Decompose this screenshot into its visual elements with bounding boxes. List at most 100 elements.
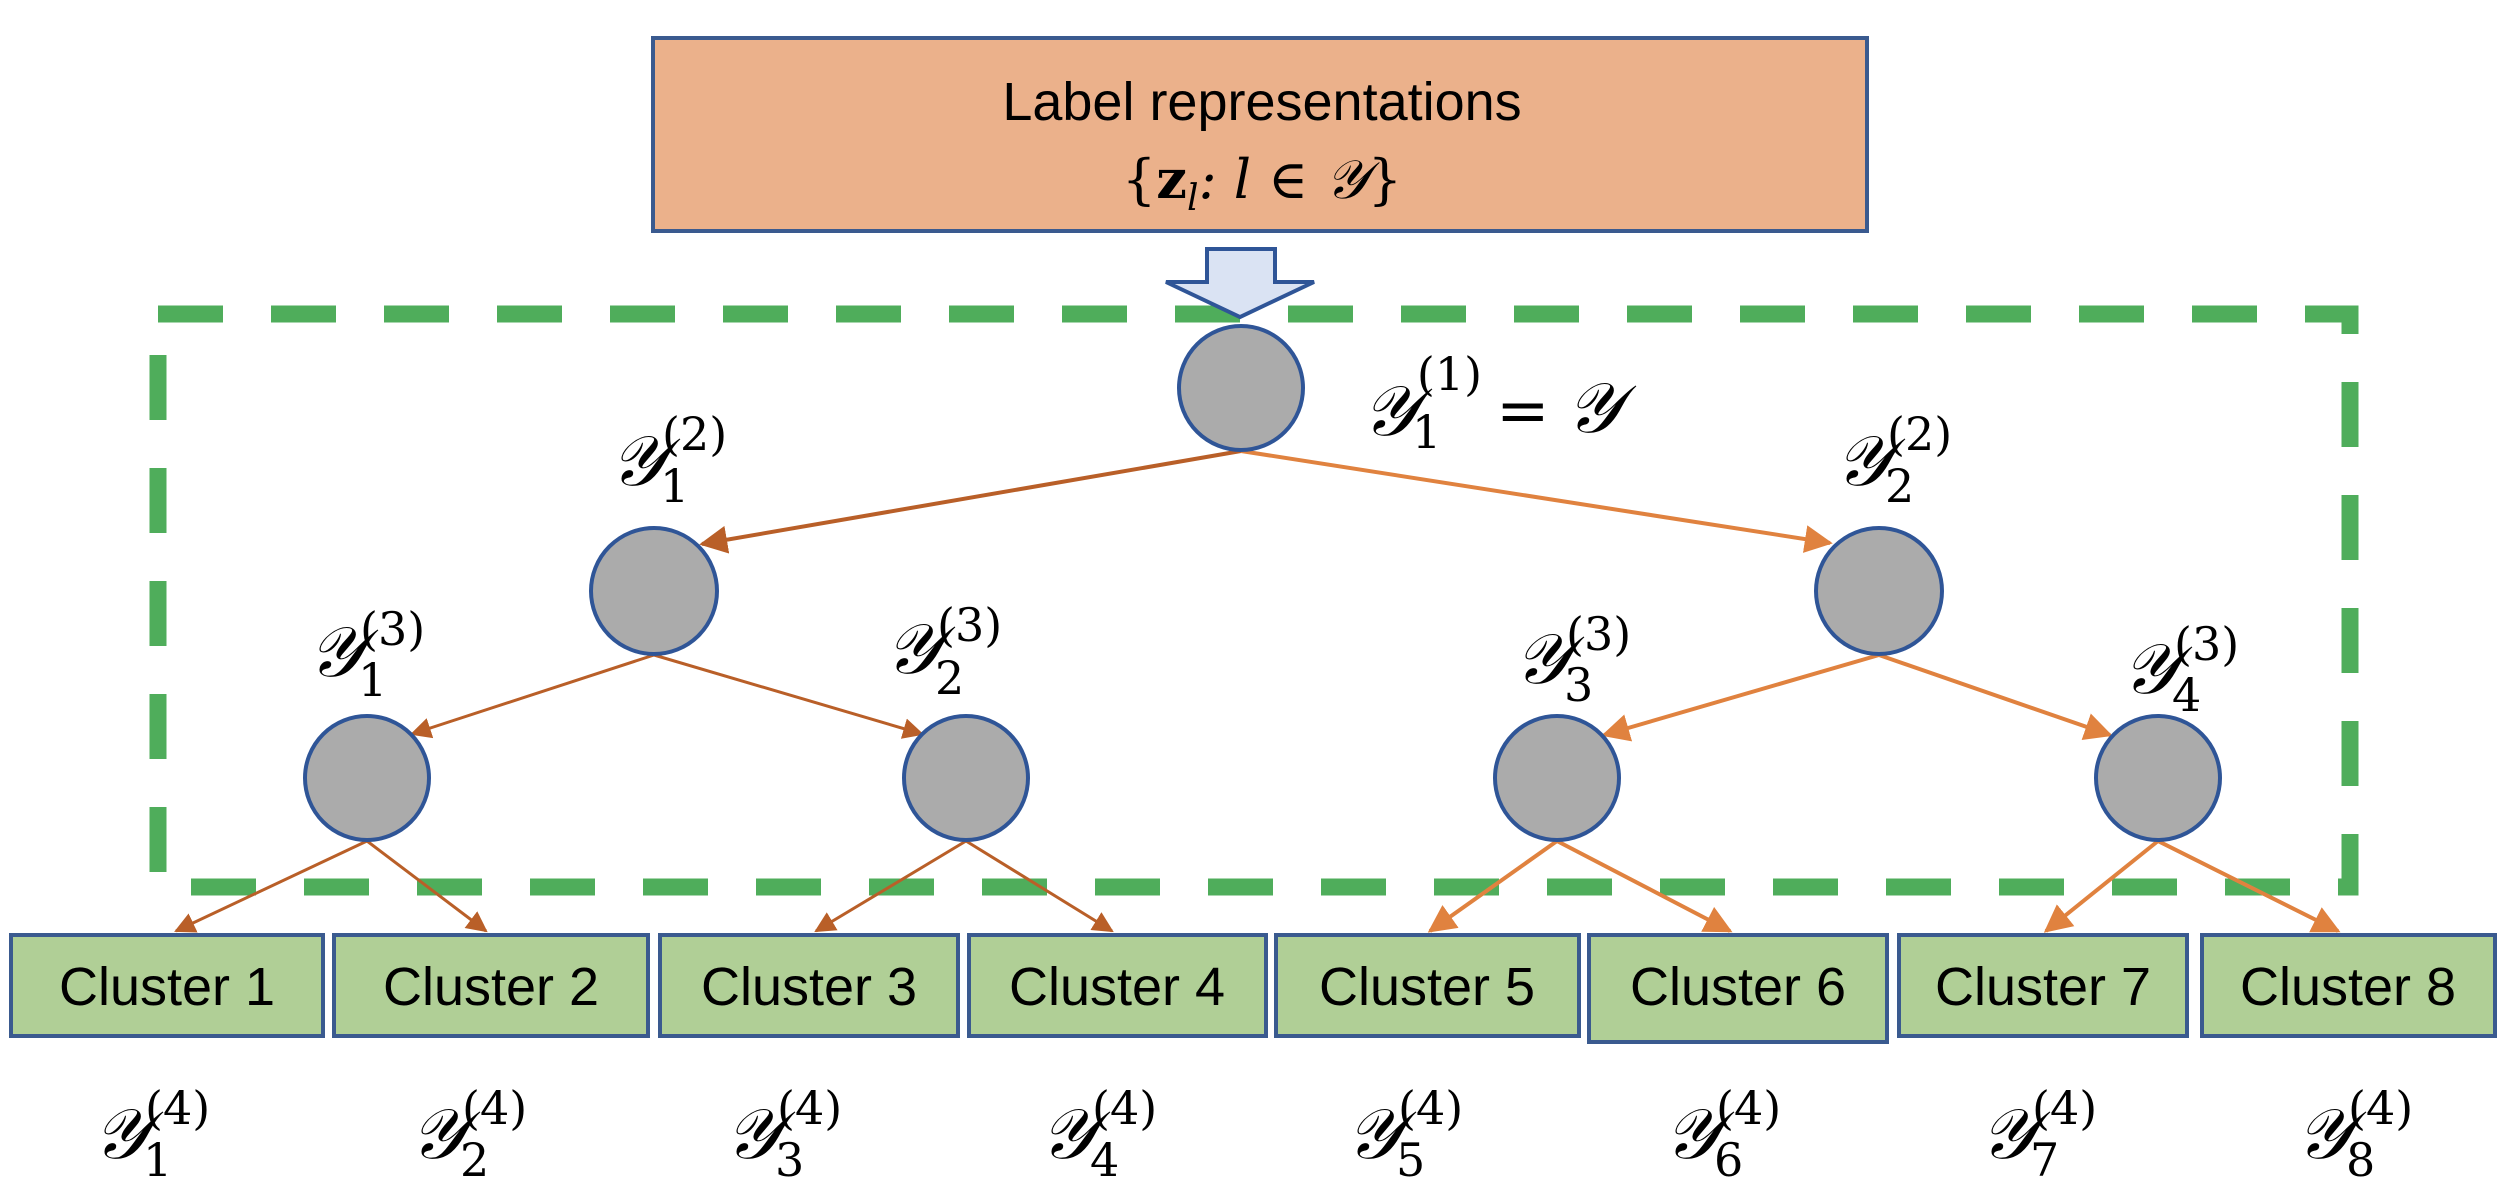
cluster-1-set-sub: 1 xyxy=(143,1133,172,1187)
cluster-8-set-label: 𝒴(4)8 xyxy=(2296,1081,2413,1187)
edge-l2-1-to-l3-1 xyxy=(410,653,655,739)
cluster-7-set-label: 𝒴(4)7 xyxy=(1980,1081,2097,1187)
root-label-sup: (1) xyxy=(1417,347,1482,401)
cluster-7: Cluster 7 xyxy=(1897,933,2189,1038)
title-box-formula: {zl: l ∈ 𝒴} xyxy=(1122,147,1402,219)
edge-l2-1-to-l3-2 xyxy=(653,653,925,739)
cluster-4-box xyxy=(967,933,1268,1038)
l3-label-3-sup: (3) xyxy=(1566,607,1631,661)
edge-l3-4-to-cluster-8 xyxy=(2157,839,2341,933)
l3-label-4-sup: (3) xyxy=(2174,617,2239,671)
tree-edges xyxy=(174,449,2341,933)
l3-label-3-sub: 3 xyxy=(1564,658,1593,712)
cluster-4-set-label: 𝒴(4)4 xyxy=(1040,1081,1157,1187)
root-label-rhs: 𝒴 xyxy=(1566,367,1637,449)
label-representations-box: Label representations {zl: l ∈ 𝒴} xyxy=(651,36,1869,233)
cluster-5-set-sup: (4) xyxy=(1398,1081,1463,1135)
l2-label-2: 𝒴 (2) 2 xyxy=(1835,407,1952,513)
l3-label-1: 𝒴 (3) 1 xyxy=(308,602,425,707)
l3-label-1-sub: 1 xyxy=(358,653,387,707)
l2-node-1 xyxy=(589,526,719,656)
cluster-7-set-sub: 7 xyxy=(2030,1133,2059,1187)
l3-label-2-sup: (3) xyxy=(937,598,1002,652)
cluster-6-set-sup: (4) xyxy=(1716,1081,1781,1135)
tree-nodes xyxy=(303,324,2222,842)
edge-l3-2-to-cluster-4 xyxy=(965,839,1114,933)
edge-root-to-l2-1 xyxy=(699,449,1242,554)
root-label-sub: 1 xyxy=(1412,405,1441,459)
cluster-7-box xyxy=(1897,933,2189,1038)
edge-l3-3-to-cluster-6 xyxy=(1556,839,1733,933)
l2-label-2-sup: (2) xyxy=(1887,407,1952,461)
tree-dashed-frame xyxy=(149,305,2359,896)
l3-label-1-sup: (3) xyxy=(360,602,425,656)
l3-label-3: 𝒴 (3) 3 xyxy=(1514,607,1631,712)
cluster-4: Cluster 4 xyxy=(967,933,1268,1038)
l3-label-4-sub: 4 xyxy=(2172,668,2201,722)
l3-node-1 xyxy=(303,714,431,842)
formula-open-brace: { xyxy=(1122,148,1156,211)
cluster-3: Cluster 3 xyxy=(658,933,960,1038)
down-arrow-icon xyxy=(1165,247,1315,320)
cluster-6-box xyxy=(1587,933,1889,1044)
l2-label-1: 𝒴 (2) 1 xyxy=(610,407,727,513)
cluster-7-set-sup: (4) xyxy=(2032,1081,2097,1135)
root-node xyxy=(1177,324,1305,452)
cluster-6: Cluster 6 xyxy=(1587,933,1889,1044)
title-box-rect xyxy=(651,36,1869,233)
cluster-8-box xyxy=(2200,933,2497,1038)
title-box-heading: Label representations xyxy=(1002,72,1521,132)
cluster-row: Cluster 1 Cluster 2 Cluster 3 Cluster 4 … xyxy=(9,933,2497,1044)
cluster-1-label: Cluster 1 xyxy=(59,957,275,1017)
edge-l3-1-to-cluster-1 xyxy=(174,839,368,933)
cluster-2-set-sup: (4) xyxy=(462,1081,527,1135)
l3-label-2: 𝒴 (3) 2 xyxy=(885,598,1002,705)
cluster-5-label: Cluster 5 xyxy=(1319,957,1535,1017)
formula-vector-subscript: l xyxy=(1187,178,1199,219)
edge-l3-3-to-cluster-5 xyxy=(1427,839,1559,933)
cluster-4-set-sub: 4 xyxy=(1090,1133,1119,1187)
edge-l3-2-to-cluster-3 xyxy=(814,839,967,933)
cluster-2-box xyxy=(332,933,650,1038)
l2-label-1-sub: 1 xyxy=(660,459,689,513)
l3-node-3 xyxy=(1493,714,1621,842)
l3-node-4 xyxy=(2094,714,2222,842)
cluster-2-set-label: 𝒴(4)2 xyxy=(410,1081,527,1187)
cluster-3-set-sub: 3 xyxy=(775,1133,804,1187)
cluster-4-label: Cluster 4 xyxy=(1009,957,1225,1017)
edge-root-to-l2-2 xyxy=(1240,449,1833,553)
l3-label-4: 𝒴 (3) 4 xyxy=(2122,617,2239,722)
cluster-8-label: Cluster 8 xyxy=(2240,957,2456,1017)
l2-label-2-sub: 2 xyxy=(1885,459,1914,513)
root-label-equals: = xyxy=(1496,374,1550,448)
cluster-1: Cluster 1 xyxy=(9,933,325,1038)
l3-label-2-sub: 2 xyxy=(935,651,964,705)
cluster-5: Cluster 5 xyxy=(1274,933,1581,1038)
node-labels: 𝒴(1) 1 = 𝒴 𝒴 (2) 1 𝒴 (2) 2 𝒴 (3) 1 𝒴 (3)… xyxy=(308,347,2239,722)
cluster-1-box xyxy=(9,933,325,1038)
cluster-5-set-sub: 5 xyxy=(1396,1133,1425,1187)
cluster-5-set-label: 𝒴(4)5 xyxy=(1346,1081,1463,1187)
cluster-4-set-sup: (4) xyxy=(1092,1081,1157,1135)
cluster-3-label: Cluster 3 xyxy=(701,957,917,1017)
cluster-2-label: Cluster 2 xyxy=(383,957,599,1017)
l2-label-1-sup: (2) xyxy=(662,407,727,461)
cluster-2-set-sub: 2 xyxy=(460,1133,489,1187)
formula-condition: : l ∈ xyxy=(1198,148,1325,211)
cluster-2: Cluster 2 xyxy=(332,933,650,1038)
edge-l3-1-to-cluster-2 xyxy=(366,839,488,933)
cluster-6-set-label: 𝒴(4)6 xyxy=(1664,1081,1781,1187)
cluster-6-set-sub: 6 xyxy=(1714,1133,1743,1187)
edge-l3-4-to-cluster-7 xyxy=(2043,839,2160,933)
cluster-7-label: Cluster 7 xyxy=(1935,957,2151,1017)
cluster-8-set-sup: (4) xyxy=(2348,1081,2413,1135)
cluster-1-set-sup: (4) xyxy=(145,1081,210,1135)
formula-vector: z xyxy=(1156,147,1187,211)
cluster-6-label: Cluster 6 xyxy=(1630,957,1846,1017)
edge-l2-2-to-l3-4 xyxy=(1878,653,2113,740)
edge-l2-2-to-l3-3 xyxy=(1601,653,1880,742)
cluster-8-set-sub: 8 xyxy=(2346,1133,2375,1187)
formula-close-brace: } xyxy=(1368,148,1402,211)
